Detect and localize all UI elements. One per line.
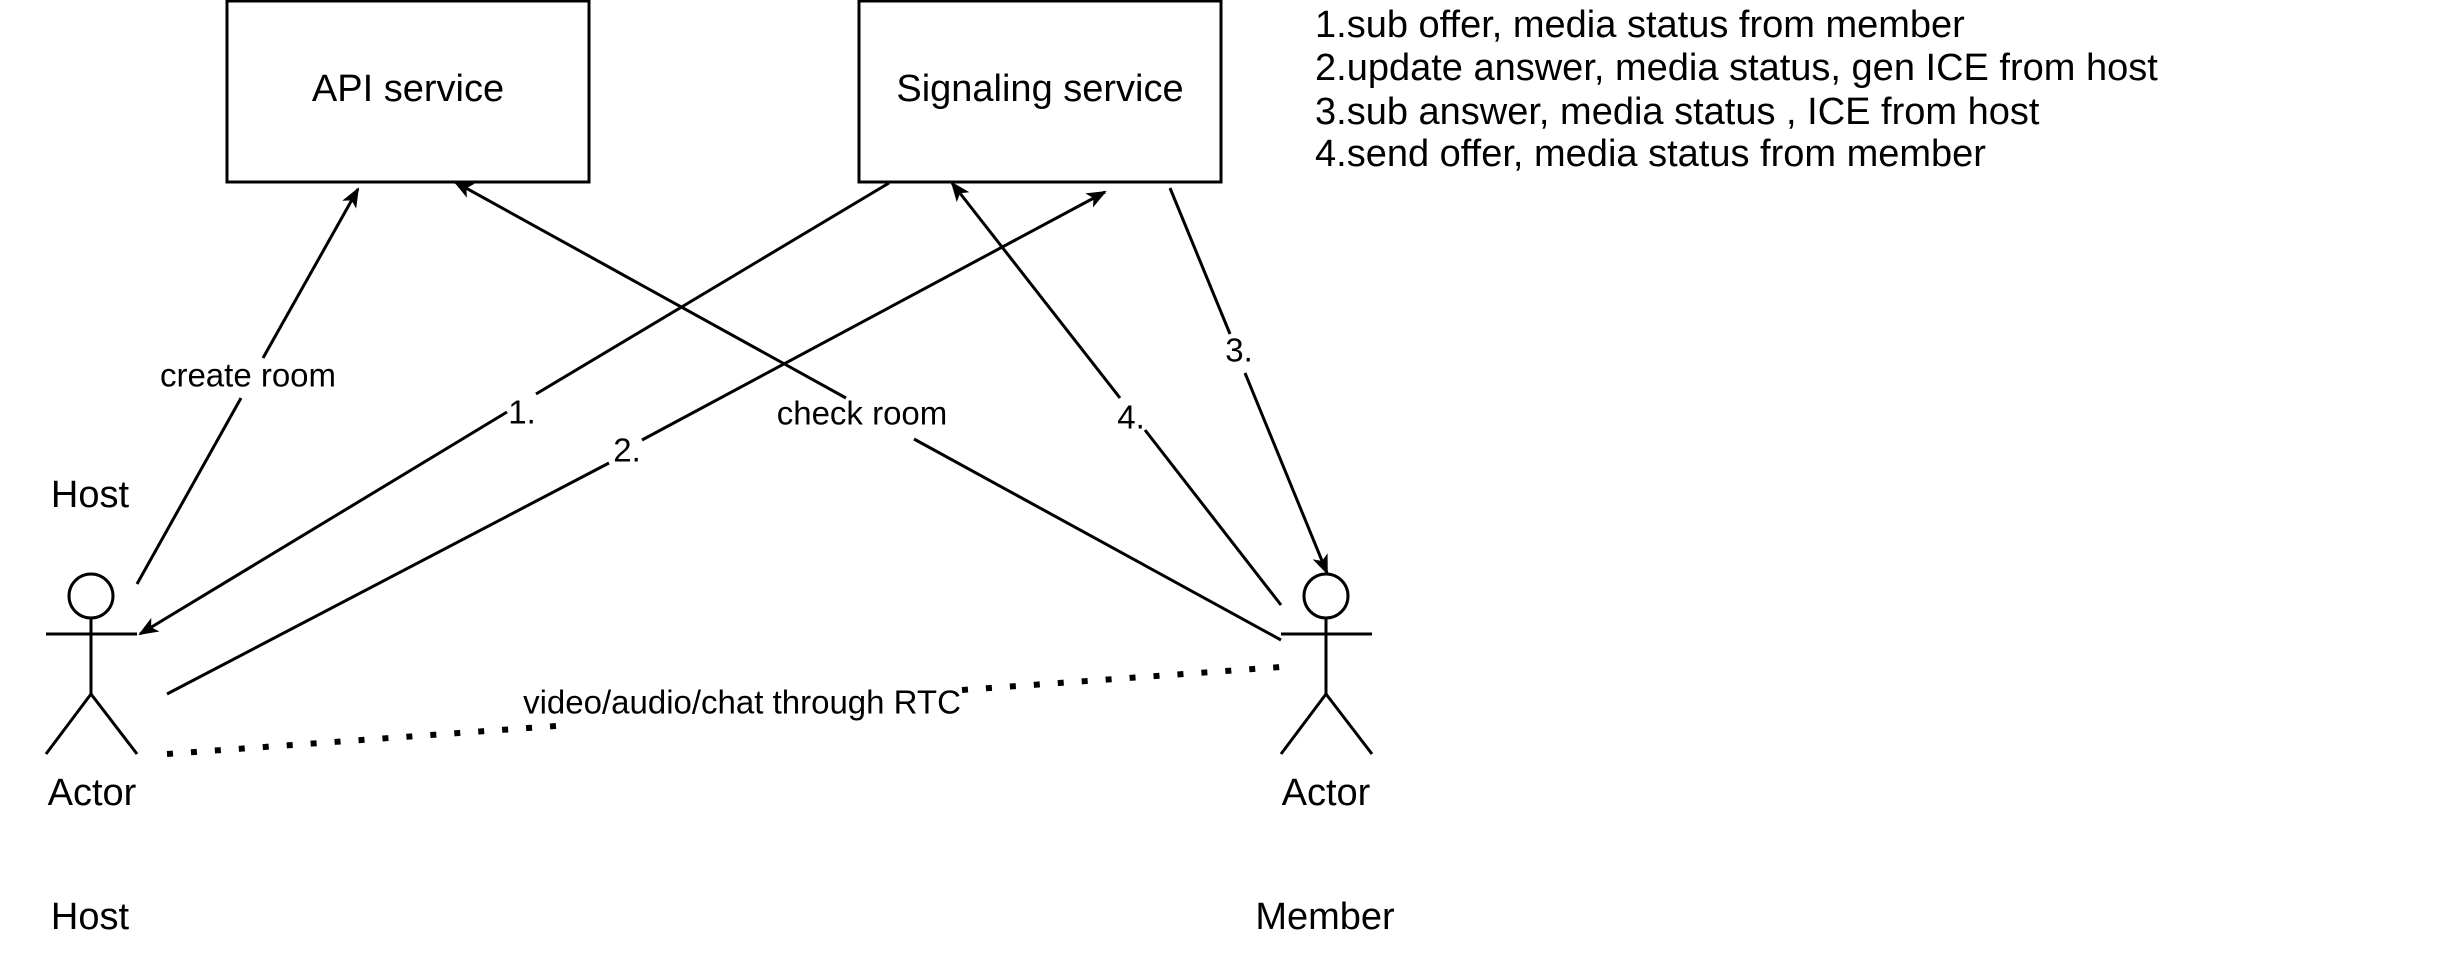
step2-label: 2. (613, 432, 641, 469)
step2-edge: 2. (166, 190, 1107, 696)
check-room-edge: check room (453, 180, 1282, 642)
member-actor-label: Actor (1282, 772, 1371, 814)
step1-label: 1. (508, 394, 536, 431)
step1-edge: 1. (138, 181, 890, 636)
note-line-1: 1.sub offer, media status from member (1315, 4, 1965, 46)
host-actor (44, 572, 139, 755)
api-service-box: API service (225, 0, 591, 184)
note-line-4: 4.send offer, media status from member (1315, 133, 1986, 175)
api-service-label: API service (312, 68, 504, 110)
member-actor (1279, 572, 1374, 755)
note-line-3: 3.sub answer, media status , ICE from ho… (1315, 91, 2040, 133)
signaling-service-label: Signaling service (896, 68, 1183, 110)
check-room-label: check room (777, 395, 948, 432)
host-role-label: Host (51, 474, 130, 516)
step4-edge: 4. (950, 181, 1283, 606)
member-caption: Member (1255, 896, 1395, 938)
host-actor-label: Actor (48, 772, 137, 814)
step3-edge: 3. (1168, 187, 1329, 575)
step-notes: 1.sub offer, media status from member 2.… (1315, 4, 2158, 175)
rtc-connection-label: video/audio/chat through RTC (523, 684, 961, 721)
create-room-edge: create room (135, 187, 360, 585)
member-actor-head (1302, 572, 1350, 620)
note-line-2: 2.update answer, media status, gen ICE f… (1315, 47, 2158, 89)
host-caption: Host (51, 896, 130, 938)
step4-label: 4. (1117, 399, 1145, 436)
signaling-service-box: Signaling service (857, 0, 1223, 184)
host-actor-head (67, 572, 115, 620)
rtc-connection-edge: video/audio/chat through RTC (166, 664, 1282, 757)
create-room-label: create room (160, 357, 336, 394)
step3-label: 3. (1225, 332, 1253, 369)
